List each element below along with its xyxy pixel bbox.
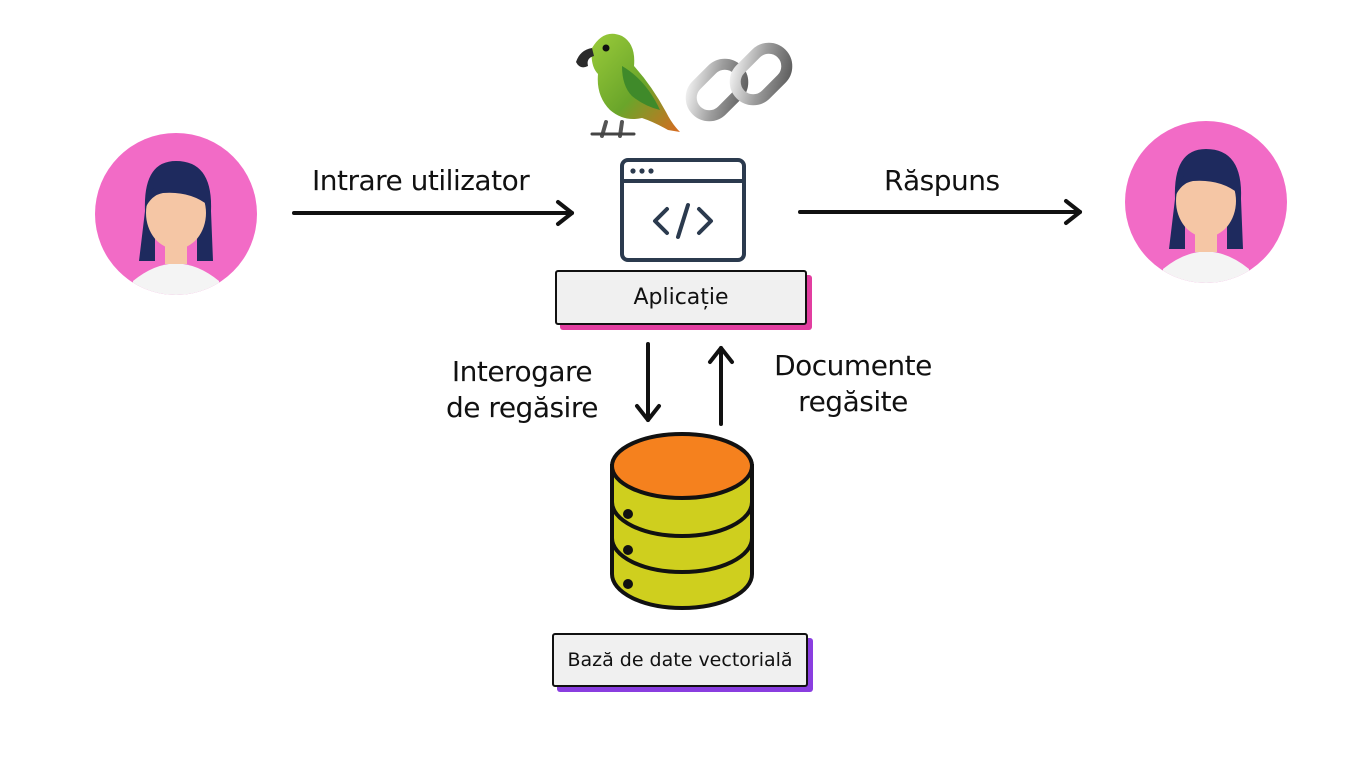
user-input-label: Intrare utilizator [312, 164, 530, 197]
retrieved-documents-label: Documente regăsite [768, 348, 938, 420]
retrieval-query-arrow [635, 342, 661, 422]
parrot-icon [576, 33, 680, 138]
chain-link-icon [685, 42, 793, 122]
retrieval-query-label: Interogare de regăsire [436, 354, 608, 426]
application-box: Aplicație [555, 270, 807, 325]
retrieval-query-line2: de regăsire [446, 391, 598, 424]
retrieved-documents-line1: Documente [774, 349, 932, 382]
application-label: Aplicație [633, 285, 729, 310]
code-window-icon [620, 158, 746, 262]
user-input-arrow [292, 200, 574, 226]
retrieved-documents-line2: regăsite [798, 385, 908, 418]
retrieved-documents-arrow [708, 346, 734, 426]
user-avatar-right-icon [1125, 121, 1287, 283]
retrieval-query-line1: Interogare [451, 355, 593, 388]
response-label: Răspuns [884, 164, 1000, 197]
vector-database-box: Bază de date vectorială [552, 633, 808, 687]
response-arrow [798, 199, 1082, 225]
user-avatar-left-icon [95, 133, 257, 295]
vector-database-label: Bază de date vectorială [567, 649, 793, 671]
database-icon [610, 432, 754, 610]
